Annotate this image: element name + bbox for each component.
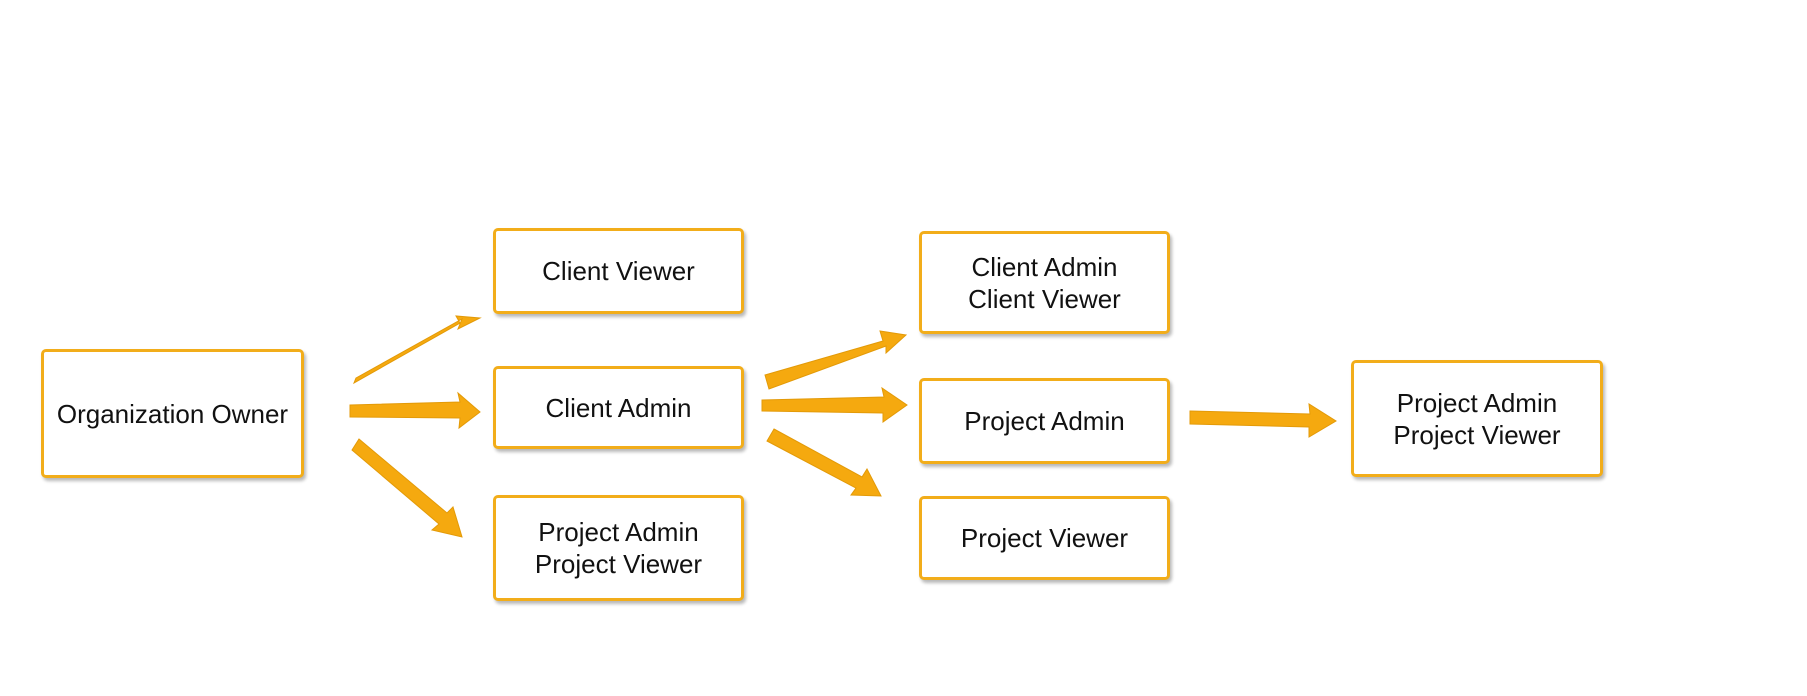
node-organization-owner: Organization Owner xyxy=(41,349,304,478)
arrow-owner-to-project-admin-viewer xyxy=(351,438,463,538)
node-label-line2: Project Viewer xyxy=(1393,419,1561,450)
node-project-admin-project-viewer-level3: Project Admin Project Viewer xyxy=(1351,360,1603,477)
node-label-line2: Client Viewer xyxy=(968,283,1121,314)
node-client-admin-client-viewer: Client Admin Client Viewer xyxy=(919,231,1170,334)
arrow-owner-to-client-viewer xyxy=(353,315,482,385)
node-label: Project Admin xyxy=(964,406,1125,436)
arrow-client-admin-to-project-admin xyxy=(761,386,908,423)
arrow-client-admin-to-project-viewer xyxy=(766,428,882,497)
arrow-project-admin-to-project-admin-viewer xyxy=(1189,403,1337,438)
node-label: Project Viewer xyxy=(960,523,1129,553)
node-label: Organization Owner xyxy=(56,398,289,429)
arrow-client-admin-to-client-admin-viewer xyxy=(764,330,908,390)
node-label-line1: Project Admin xyxy=(1396,387,1558,418)
node-label-line1: Client Admin xyxy=(971,251,1118,282)
node-client-admin: Client Admin xyxy=(493,366,744,449)
node-label-line1: Project Admin xyxy=(538,517,699,547)
node-label: Client Viewer xyxy=(542,256,695,286)
node-project-admin: Project Admin xyxy=(919,378,1170,464)
node-label: Client Admin xyxy=(545,392,692,423)
node-project-admin-project-viewer-level1: Project Admin Project Viewer xyxy=(493,495,744,601)
node-client-viewer: Client Viewer xyxy=(493,228,744,314)
arrow-owner-to-client-admin xyxy=(349,391,481,430)
node-label-line2: Project Viewer xyxy=(534,549,703,579)
node-project-viewer: Project Viewer xyxy=(919,496,1170,580)
